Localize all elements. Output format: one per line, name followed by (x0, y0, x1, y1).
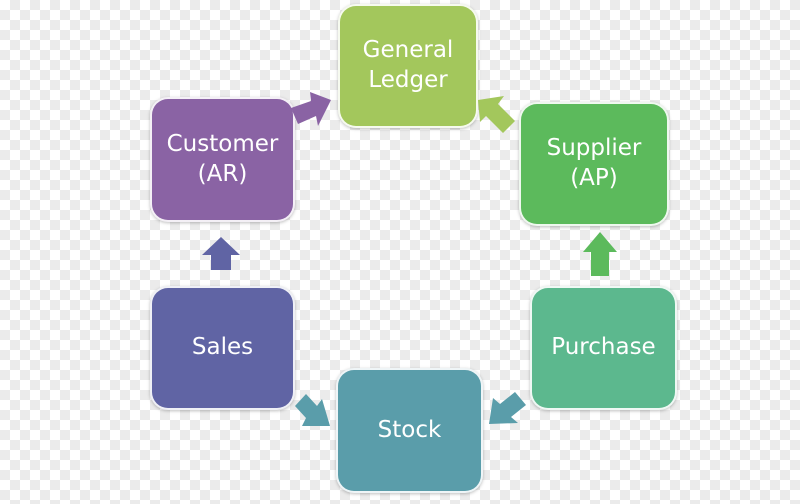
purchase-node: Purchase (530, 286, 677, 410)
arrow-purchase-to-supplier (583, 232, 617, 276)
arrow-customer-to-ledger (291, 92, 331, 126)
arrow-supplier-to-ledger (478, 96, 515, 133)
arrow-purchase-to-stock (489, 392, 526, 424)
general-ledger-node: General Ledger (338, 4, 478, 128)
customer-ar-node: Customer (AR) (150, 97, 295, 222)
stock-node: Stock (336, 368, 483, 493)
arrow-sales-to-stock (295, 394, 330, 426)
supplier-ap-node: Supplier (AP) (519, 102, 669, 226)
arrow-sales-to-customer (202, 237, 240, 270)
sales-node: Sales (150, 286, 295, 410)
